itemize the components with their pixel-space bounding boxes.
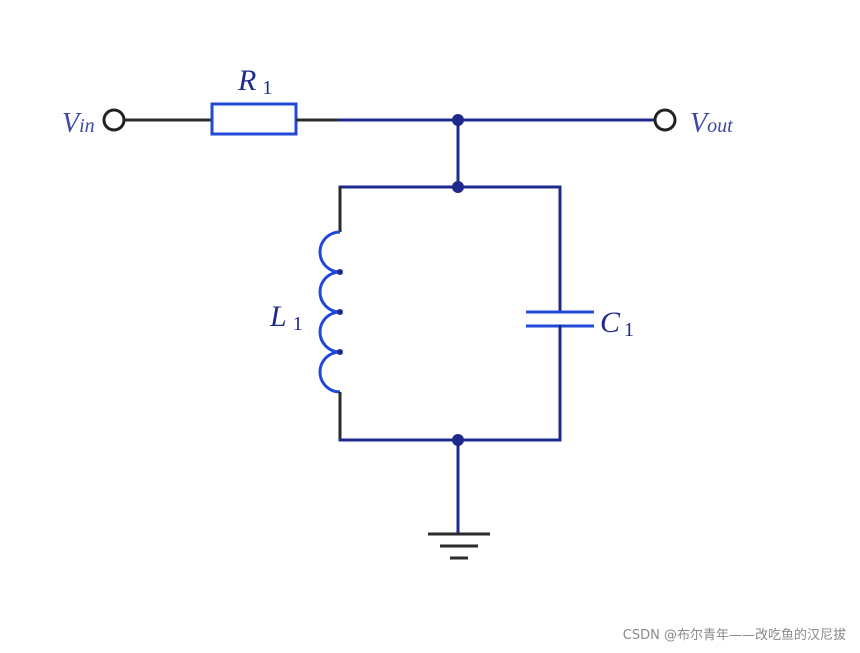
output-terminal-circle bbox=[653, 108, 677, 132]
csdn-watermark: CSDN @布尔青年——改吃鱼的汉尼拔 bbox=[622, 628, 846, 643]
input-terminal-circle bbox=[102, 108, 126, 132]
inductor-tap-3 bbox=[337, 349, 343, 355]
vin-label: Vin bbox=[62, 108, 95, 139]
inductor-tap-1 bbox=[337, 269, 343, 275]
inductor-l1 bbox=[318, 230, 343, 394]
inductor-tap-2 bbox=[337, 309, 343, 315]
resistor-r1 bbox=[210, 102, 298, 136]
top-junction-node bbox=[452, 114, 464, 126]
ground-symbol bbox=[428, 532, 490, 560]
input-terminal bbox=[102, 108, 212, 132]
output-terminal bbox=[653, 108, 677, 132]
vout-label: Vout bbox=[690, 108, 733, 139]
tank-top-node bbox=[452, 181, 464, 193]
capacitor-c1 bbox=[526, 310, 594, 328]
resistor-body bbox=[210, 102, 298, 136]
